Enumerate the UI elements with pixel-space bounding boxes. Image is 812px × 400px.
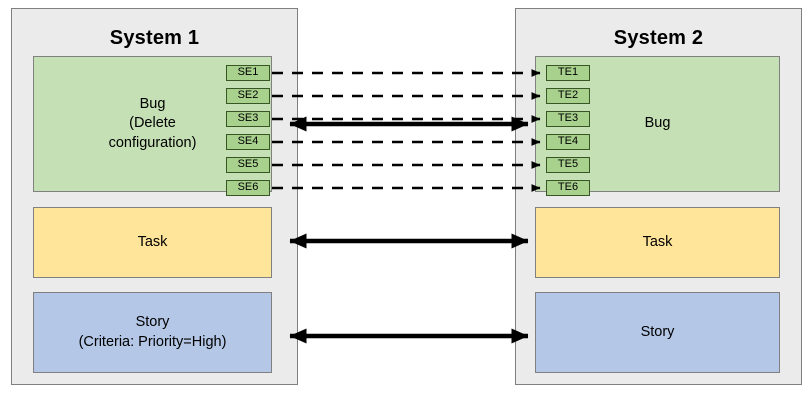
card-label-bug-system-2: Bug: [644, 115, 671, 132]
tag-se6[interactable]: SE6: [226, 180, 270, 196]
system-title-system-2: System 2: [613, 27, 704, 49]
tag-te2[interactable]: TE2: [546, 88, 590, 104]
tag-te4[interactable]: TE4: [546, 134, 590, 150]
card-story-system-2[interactable]: Story: [535, 292, 780, 373]
tag-te6[interactable]: TE6: [546, 180, 590, 196]
card-task-system-1[interactable]: Task: [33, 207, 272, 278]
card-label-task-system-1: Task: [137, 233, 168, 250]
tag-se3[interactable]: SE3: [226, 111, 270, 127]
card-story-system-1[interactable]: Story (Criteria: Priority=High): [33, 292, 272, 373]
system-title-system-1: System 1: [109, 27, 200, 49]
tag-se4[interactable]: SE4: [226, 134, 270, 150]
card-label-story-system-2: Story: [640, 323, 675, 340]
tag-te3[interactable]: TE3: [546, 111, 590, 127]
tag-se2[interactable]: SE2: [226, 88, 270, 104]
tag-se1[interactable]: SE1: [226, 65, 270, 81]
tag-te5[interactable]: TE5: [546, 157, 590, 173]
card-label-bug-system-1: Bug (Delete configuration): [108, 95, 197, 151]
card-task-system-2[interactable]: Task: [535, 207, 780, 278]
card-label-task-system-2: Task: [642, 233, 673, 250]
tag-te1[interactable]: TE1: [546, 65, 590, 81]
tag-se5[interactable]: SE5: [226, 157, 270, 173]
card-label-story-system-1: Story (Criteria: Priority=High): [78, 313, 227, 350]
